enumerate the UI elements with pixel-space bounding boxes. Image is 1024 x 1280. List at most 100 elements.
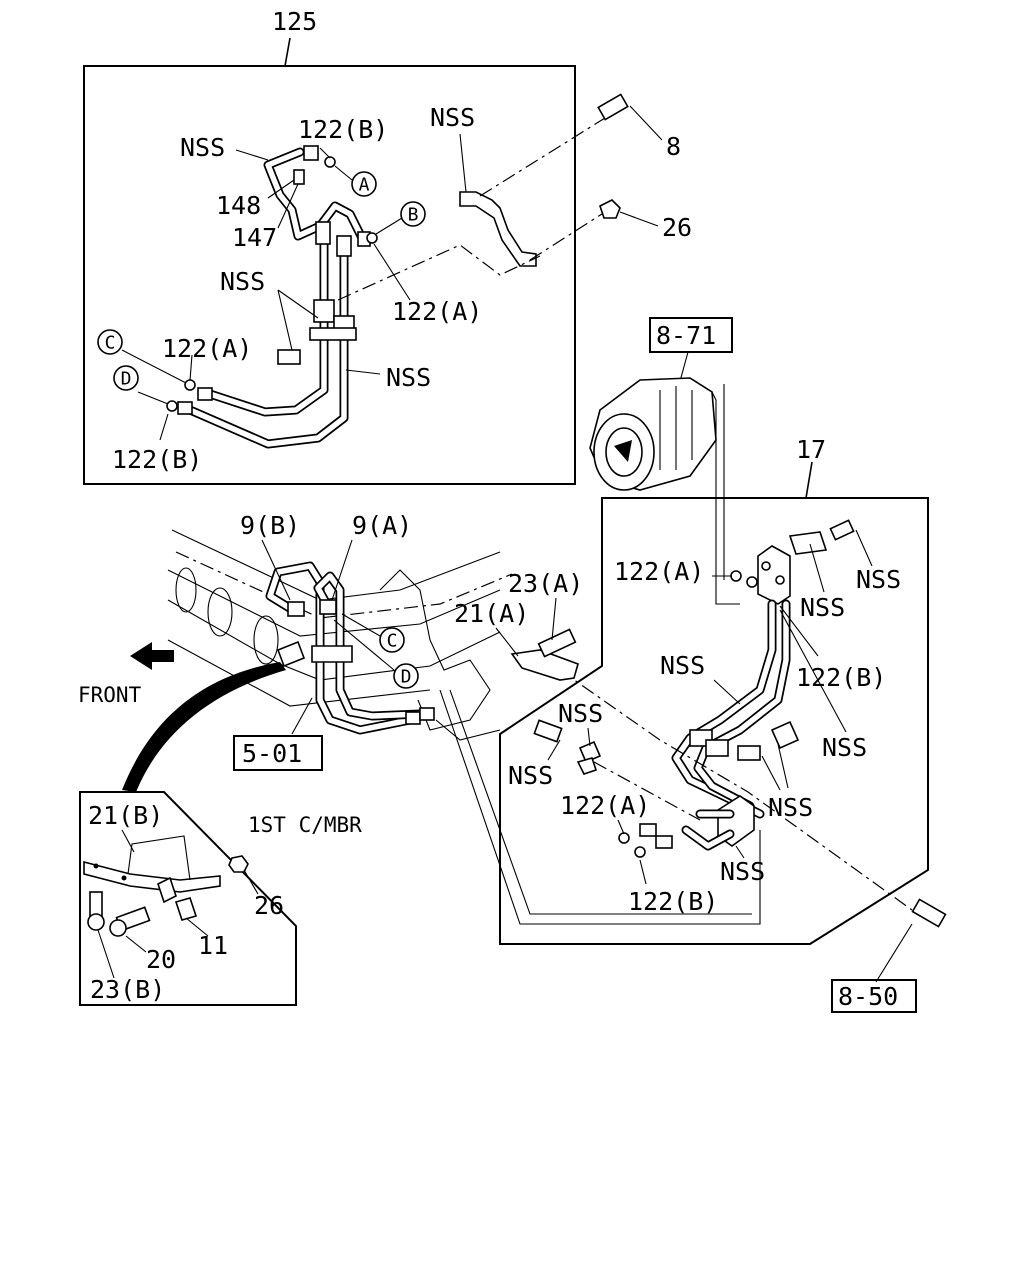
manifold-port-a <box>761 561 771 571</box>
frame-area: C D FRONT 5-01 9(B) 9(A) 23(A) 21(A) <box>78 511 761 925</box>
marker-d-label: D <box>401 667 412 688</box>
hose-joint-right <box>705 739 729 757</box>
callout-nss-r2[interactable]: NSS <box>856 565 901 594</box>
ref-box-5-01[interactable] <box>233 735 323 771</box>
inset-125: 125 <box>83 7 692 485</box>
marker-c-label: C <box>387 631 398 652</box>
inset-1st-cmbr: 1ST C/MBR 21(B) 26 11 20 23(B) <box>79 791 362 1006</box>
callout-23b[interactable]: 23(B) <box>90 975 165 1004</box>
callout-nss-inset-right[interactable]: NSS <box>386 363 431 392</box>
o-ring-122a-right <box>730 570 742 582</box>
o-ring-122b-right <box>746 576 758 588</box>
marker-c-inset-label: C <box>105 333 116 354</box>
callout-148[interactable]: 148 <box>216 191 261 220</box>
ref-box-8-71[interactable] <box>649 317 733 353</box>
hose-end-fitting <box>303 145 319 161</box>
bolt-nss-inset <box>277 349 301 365</box>
callout-nss-r5[interactable]: NSS <box>768 793 813 822</box>
fitting-top-right <box>336 235 352 257</box>
callout-nss-r4[interactable]: NSS <box>822 733 867 762</box>
callout-122a-inset-left[interactable]: 122(A) <box>162 334 252 363</box>
inset-1st-cmbr-frame <box>79 791 297 1006</box>
bolt-148 <box>293 169 305 185</box>
hose-9a-fitting <box>319 599 337 615</box>
callout-125[interactable]: 125 <box>272 7 317 36</box>
compressor-group: 8-71 <box>589 317 740 605</box>
fitting-lower-a <box>639 823 657 837</box>
callout-122a-right[interactable]: 122(A) <box>614 557 704 586</box>
fitting-lower-b <box>655 835 673 849</box>
detail-pointer-arrow <box>122 662 286 792</box>
callout-8[interactable]: 8 <box>666 132 681 161</box>
callout-nss-r6[interactable]: NSS <box>558 699 603 728</box>
clip-11-a <box>157 876 177 904</box>
callout-nss-r3[interactable]: NSS <box>660 651 705 680</box>
bolt-8 <box>597 93 629 121</box>
hose-left-end-b <box>419 707 435 721</box>
callout-21b[interactable]: 21(B) <box>88 801 163 830</box>
callout-nss-mid-inset[interactable]: NSS <box>220 267 265 296</box>
callout-9a[interactable]: 9(A) <box>352 511 412 540</box>
front-label[interactable]: FRONT <box>78 683 142 707</box>
ref-box-8-50[interactable] <box>831 979 917 1013</box>
hose-end-d <box>177 401 193 415</box>
inset-125-hoses <box>177 145 371 449</box>
marker-a-label: A <box>359 175 370 196</box>
nut-26-inset <box>228 855 249 873</box>
manifold-port-b <box>775 575 785 585</box>
callout-21a[interactable]: 21(A) <box>454 599 529 628</box>
callout-23a[interactable]: 23(A) <box>508 569 583 598</box>
bolt-23a <box>537 628 577 658</box>
clip-11-b <box>174 897 198 921</box>
marker-b-label: B <box>408 205 419 226</box>
fitting-top-left <box>315 221 331 245</box>
o-ring-122b-lower <box>634 846 646 858</box>
clip-bracket-top <box>788 531 828 555</box>
marker-d-inset <box>113 365 139 391</box>
callout-122b-right[interactable]: 122(B) <box>796 663 886 692</box>
callout-122b-inset-bottom[interactable]: 122(B) <box>112 445 202 474</box>
ref-5-01[interactable]: 5-01 <box>242 739 302 768</box>
o-ring-122a-lower <box>618 832 630 844</box>
hose-9b-fitting <box>287 601 305 617</box>
marker-c-inset <box>97 329 123 355</box>
bracket-21a <box>510 649 579 681</box>
nut-26-top <box>599 199 621 219</box>
callout-122a-inset-mid[interactable]: 122(A) <box>392 297 482 326</box>
ref-8-71[interactable]: 8-71 <box>656 321 716 350</box>
callout-nss-top-left[interactable]: NSS <box>180 133 225 162</box>
marker-a-top <box>351 171 377 197</box>
bolt-nss-left <box>533 719 563 743</box>
callout-11[interactable]: 11 <box>198 931 228 960</box>
o-ring-122a-left <box>184 379 196 391</box>
callout-nss-r7[interactable]: NSS <box>508 761 553 790</box>
callout-122b-lower[interactable]: 122(B) <box>628 887 718 916</box>
marker-d <box>393 663 419 689</box>
callout-20[interactable]: 20 <box>146 945 176 974</box>
callout-17[interactable]: 17 <box>796 435 826 464</box>
callout-122b-top[interactable]: 122(B) <box>298 115 388 144</box>
bracket-21b <box>83 860 221 893</box>
o-ring-122a-top <box>366 232 378 244</box>
bracket-5-01 <box>276 640 306 668</box>
ref-8-50[interactable]: 8-50 <box>838 982 898 1011</box>
hose-clip-right <box>770 720 800 750</box>
callout-nss-bracket-top[interactable]: NSS <box>430 103 475 132</box>
o-ring-122b-left <box>166 400 178 412</box>
callout-147[interactable]: 147 <box>232 223 277 252</box>
callout-26-top[interactable]: 26 <box>662 213 692 242</box>
callout-26-inset[interactable]: 26 <box>254 891 284 920</box>
hose-left-end-a <box>405 711 421 725</box>
callout-nss-r8[interactable]: NSS <box>720 857 765 886</box>
hose-end-c <box>197 387 213 401</box>
callout-122a-lower[interactable]: 122(A) <box>560 791 650 820</box>
bracket-nss-top <box>459 191 537 267</box>
callout-9b[interactable]: 9(B) <box>240 511 300 540</box>
label-1st-cmbr[interactable]: 1ST C/MBR <box>248 813 362 837</box>
clip-nss-left-b <box>576 757 598 775</box>
callout-nss-r1[interactable]: NSS <box>800 593 845 622</box>
hose-clamp <box>309 327 357 341</box>
marker-d-inset-label: D <box>121 369 132 390</box>
inset-125-frame <box>83 65 576 485</box>
